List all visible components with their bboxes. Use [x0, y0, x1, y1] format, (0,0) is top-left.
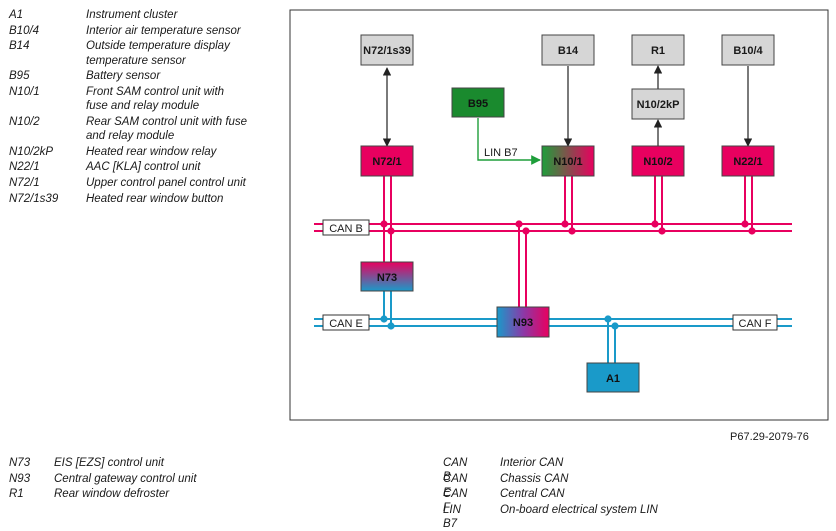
component-n10-2kp: N10/2kP	[631, 88, 685, 120]
legend-description: Interior CAN	[500, 457, 564, 469]
legend-code: CAN B	[443, 457, 468, 483]
svg-text:R1: R1	[651, 45, 665, 57]
diagram-frame	[289, 9, 829, 421]
component-n72-1s39: N72/1s39	[360, 34, 414, 66]
legend-description: Front SAM control unit with	[86, 85, 225, 98]
legend-code: B95	[9, 70, 30, 83]
component-n93: N93	[496, 306, 550, 338]
component-n72-1: N72/1	[360, 145, 414, 177]
lin-b7-label: LIN B7	[484, 147, 518, 159]
can-f-label: CAN F	[732, 314, 778, 331]
svg-text:B14: B14	[558, 45, 579, 57]
legend-description: Heated rear window relay	[86, 145, 217, 158]
can-b-label: CAN B	[322, 219, 370, 236]
legend-code: CAN F	[443, 488, 468, 515]
component-n22-1: N22/1	[721, 145, 775, 177]
svg-text:B10/4: B10/4	[733, 45, 763, 57]
legend-code: CAN E	[443, 472, 468, 499]
svg-text:N73: N73	[377, 272, 397, 284]
lin-b7-line	[477, 118, 541, 165]
legend-description: fuse and relay module	[86, 100, 200, 113]
component-n10-2: N10/2	[631, 145, 685, 177]
signal-arrows	[382, 65, 753, 147]
svg-text:N72/1s39: N72/1s39	[363, 45, 411, 57]
legend-description: Outside temperature display	[86, 40, 230, 53]
legend-description: Upper control panel control unit	[86, 177, 246, 189]
legend-description: Interior air temperature sensor	[86, 24, 241, 37]
legend-code: A1	[9, 9, 24, 21]
component-b95: B95	[451, 87, 505, 118]
component-a1: A1	[586, 362, 640, 393]
legend-description: Central CAN	[500, 488, 565, 501]
svg-text:CAN B: CAN B	[329, 223, 363, 235]
legend-description: Chassis CAN	[500, 472, 569, 485]
svg-text:N10/2: N10/2	[643, 156, 672, 168]
legend-code: B10/4	[9, 24, 40, 37]
legend-description: EIS [EZS] control unit	[54, 457, 164, 469]
svg-text:N72/1: N72/1	[372, 156, 401, 168]
component-r1: R1	[631, 34, 685, 66]
legend-description: temperature sensor	[86, 54, 186, 67]
svg-text:N10/2kP: N10/2kP	[637, 99, 680, 111]
legend-description: Rear SAM control unit with fuse	[86, 115, 248, 128]
svg-text:B95: B95	[468, 98, 488, 110]
legend-description: and relay module	[86, 130, 175, 143]
component-n73: N73	[360, 261, 414, 292]
legend-code: N93	[9, 472, 31, 485]
component-b10-4: B10/4	[721, 34, 775, 66]
legend-code: N10/2kP	[9, 145, 54, 158]
legend-description: Battery sensor	[86, 70, 161, 83]
legend-description: AAC [KLA] control unit	[86, 161, 201, 174]
svg-text:CAN F: CAN F	[739, 318, 772, 330]
svg-text:CAN E: CAN E	[329, 318, 363, 330]
component-b14: B14	[541, 34, 595, 66]
svg-text:N22/1: N22/1	[733, 156, 762, 168]
legend-code: N10/2	[9, 115, 40, 128]
legend-code: N73	[9, 457, 31, 469]
legend-code: N10/1	[9, 85, 40, 98]
legend-code: N72/1s39	[9, 192, 59, 205]
legend-description: On-board electrical system LIN	[500, 504, 658, 517]
legend-code: N22/1	[9, 161, 40, 174]
can-e-label: CAN E	[322, 314, 370, 331]
component-n10-1: N10/1	[541, 145, 595, 177]
legend-code: R1	[9, 488, 24, 501]
svg-text:N93: N93	[513, 317, 533, 329]
svg-text:A1: A1	[606, 373, 620, 385]
figure-reference: P67.29-2079-76	[730, 431, 809, 443]
legend-description: Heated rear window button	[86, 192, 224, 205]
can-e-stubs	[380, 291, 619, 363]
legend-description: Rear window defroster	[54, 488, 170, 501]
legend-description: Instrument cluster	[86, 9, 178, 21]
can-b-stubs	[380, 176, 756, 307]
svg-text:N10/1: N10/1	[553, 156, 582, 168]
legend-code: N72/1	[9, 177, 40, 189]
legend-code: B14	[9, 40, 30, 53]
legend-description: Central gateway control unit	[54, 472, 197, 485]
